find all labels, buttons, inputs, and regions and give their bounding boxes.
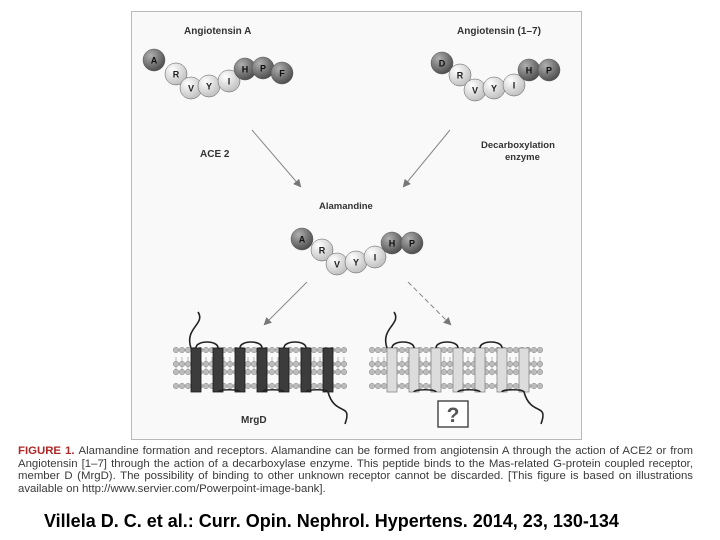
receptor-helix (257, 348, 267, 392)
decarboxylation-arrow (404, 130, 450, 186)
angiotensin-a-peptide: A RV Y I H P F (143, 49, 293, 99)
residue-letter: P (546, 66, 552, 76)
receptor-helix (431, 348, 441, 392)
question-mark: ? (447, 404, 460, 427)
receptor-helix (323, 348, 333, 392)
figure-caption: FIGURE 1.Alamandine formation and recept… (18, 445, 693, 495)
residue-letter: R (457, 71, 464, 81)
angiotensin-a-title: Angiotensin A (184, 26, 251, 37)
receptor-helix (191, 348, 201, 392)
decarboxylation-enzyme-label-line2: enzyme (505, 152, 540, 163)
receptor-helix (409, 348, 419, 392)
mrgd-binding-arrow (265, 282, 307, 324)
receptor-helix (279, 348, 289, 392)
receptor-helix (475, 348, 485, 392)
unknown-binding-arrow (408, 282, 450, 324)
caption-label: FIGURE 1. (18, 445, 75, 457)
residue-letter: H (389, 239, 396, 249)
residue-letter: F (279, 69, 285, 79)
receptor-helix (235, 348, 245, 392)
receptor-helix (519, 348, 529, 392)
residue-letter: I (513, 81, 516, 91)
residue-letter: P (260, 64, 266, 74)
receptor-helix (213, 348, 223, 392)
residue-letter: I (228, 77, 231, 87)
residue-letter: A (299, 235, 306, 245)
receptor-helix (453, 348, 463, 392)
receptor-helix (387, 348, 397, 392)
ace2-arrow (252, 130, 300, 186)
mrgd-label: MrgD (241, 415, 267, 426)
residue-letter: V (334, 260, 340, 270)
alamandine-title: Alamandine (319, 201, 373, 212)
residue-letter: R (173, 70, 180, 80)
residue-letter: V (472, 86, 478, 96)
residue-letter: H (526, 66, 533, 76)
alamandine-peptide: A RV Y I H P (291, 228, 423, 275)
decarboxylation-enzyme-label: Decarboxylation (481, 140, 555, 151)
caption-text: Alamandine formation and receptors. Alam… (18, 445, 693, 495)
residue-letter: R (319, 246, 326, 256)
residue-letter: P (409, 239, 415, 249)
residue-letter: H (242, 65, 249, 75)
residue-letter: V (188, 84, 194, 94)
residue-letter: Y (206, 82, 212, 92)
residue-letter: A (151, 56, 158, 66)
residue-letter: Y (353, 258, 359, 268)
receptor-helix (301, 348, 311, 392)
residue-letter: Y (491, 84, 497, 94)
citation: Villela D. C. et al.: Curr. Opin. Nephro… (44, 511, 704, 532)
mrgd-receptor (173, 312, 347, 424)
residue-letter: I (374, 253, 377, 263)
ace2-label: ACE 2 (200, 149, 230, 160)
angiotensin-1-7-title: Angiotensin (1–7) (457, 26, 541, 37)
receptor-helix (497, 348, 507, 392)
residue-letter: D (439, 59, 446, 69)
angiotensin-1-7-peptide: D RV Y IH P (431, 52, 560, 101)
